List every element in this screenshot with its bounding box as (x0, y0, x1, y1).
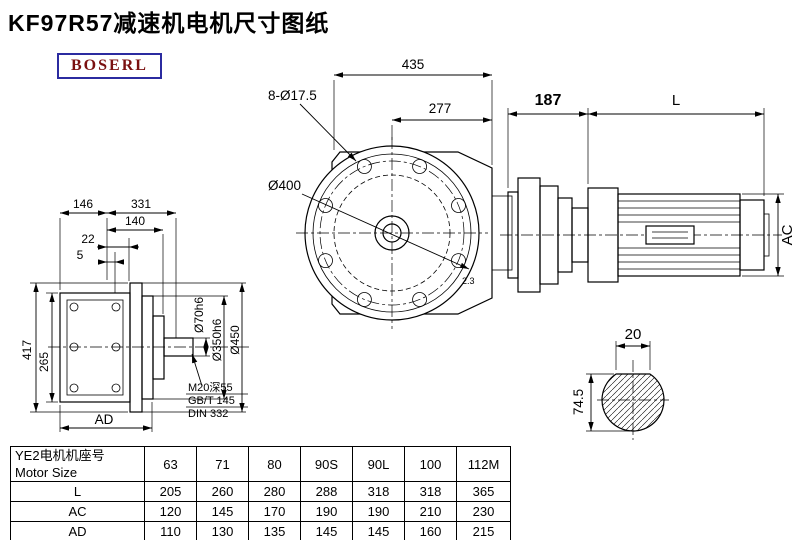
dim-spigot-diameter-label: Ø350h6 (210, 318, 224, 361)
table-cell: 260 (196, 481, 249, 502)
row-label-L: L (10, 481, 145, 502)
table-cell: 110 (144, 521, 197, 540)
table-cell: 170 (248, 501, 301, 522)
front-view: 435 277 8-Ø17.5 Ø400 2.3 (268, 57, 513, 329)
table-cell: 160 (404, 521, 457, 540)
page-title: KF97R57减速机电机尺寸图纸 (8, 10, 330, 36)
table-cell: 145 (300, 521, 353, 540)
technical-drawing: 435 277 8-Ø17.5 Ø400 2.3 (20, 57, 796, 440)
dim-motor-height-label: AC (779, 224, 796, 245)
dim-265-label: 265 (37, 352, 51, 372)
table-cell: 145 (196, 501, 249, 522)
table-cell: 145 (352, 521, 405, 540)
brand-logo: BOSERL (57, 53, 162, 79)
table-row-L: L 205 260 280 288 318 318 365 (10, 481, 511, 502)
row-label-AC: AC (10, 501, 145, 522)
dim-417-label: 417 (20, 340, 34, 360)
note-din-standard-label: DIN 332 (188, 408, 228, 420)
table-cell: 365 (456, 481, 511, 502)
table-cell: 205 (144, 481, 197, 502)
dim-flange-diameter-label: Ø400 (268, 178, 301, 193)
dim-AD-label: AD (95, 412, 114, 427)
dim-277-label: 277 (429, 101, 452, 116)
motor-size-63: 63 (144, 446, 197, 482)
motor-size-table: YE2电机机座号 Motor Size 63 71 80 90S 90L 100… (10, 446, 511, 540)
dim-across-flat-label: 74.5 (571, 389, 586, 415)
table-cell: 210 (404, 501, 457, 522)
table-row-AD: AD 110 130 135 145 145 160 215 (10, 521, 511, 540)
table-header-cell: YE2电机机座号 Motor Size (10, 446, 145, 482)
left-view: 146 331 140 22 5 417 265 (20, 197, 252, 432)
table-header-row: YE2电机机座号 Motor Size 63 71 80 90S 90L 100… (10, 446, 511, 482)
table-cell: 288 (300, 481, 353, 502)
table-header-en: Motor Size (15, 465, 78, 480)
side-view: 187 L AC (500, 92, 796, 293)
surface-note-label: 2.3 (462, 276, 475, 286)
table-row-AC: AC 120 145 170 190 190 210 230 (10, 501, 511, 522)
motor-size-80: 80 (248, 446, 301, 482)
dim-140-label: 140 (125, 214, 145, 228)
note-thread-label: M20深55 (188, 381, 233, 394)
dim-key-width-label: 20 (625, 326, 642, 343)
dim-bolt-holes-label: 8-Ø17.5 (268, 88, 317, 103)
table-cell: 130 (196, 521, 249, 540)
dim-shaft-diameter-label: Ø70h6 (192, 297, 206, 333)
dim-adapter-length-label: 187 (535, 92, 562, 109)
dim-5-label: 5 (77, 248, 84, 262)
dim-flange-od-label: Ø450 (228, 325, 242, 355)
note-gb-standard-label: GB/T 145 (188, 395, 235, 407)
dim-331-label: 331 (131, 197, 151, 211)
table-cell: 280 (248, 481, 301, 502)
dim-435-label: 435 (402, 57, 425, 72)
table-header-cn: YE2电机机座号 (15, 448, 105, 463)
table-cell: 318 (404, 481, 457, 502)
table-cell: 120 (144, 501, 197, 522)
dim-146-label: 146 (73, 197, 93, 211)
table-cell: 135 (248, 521, 301, 540)
row-label-AD: AD (10, 521, 145, 540)
table-cell: 190 (300, 501, 353, 522)
motor-size-90S: 90S (300, 446, 353, 482)
table-cell: 318 (352, 481, 405, 502)
motor-size-112M: 112M (456, 446, 511, 482)
dim-motor-length-label: L (672, 92, 680, 109)
shaft-section-view: 20 74.5 (571, 326, 669, 440)
dim-22-label: 22 (81, 232, 95, 246)
table-cell: 190 (352, 501, 405, 522)
motor-size-90L: 90L (352, 446, 405, 482)
table-cell: 230 (456, 501, 511, 522)
table-cell: 215 (456, 521, 511, 540)
motor-size-100: 100 (404, 446, 457, 482)
motor-size-71: 71 (196, 446, 249, 482)
